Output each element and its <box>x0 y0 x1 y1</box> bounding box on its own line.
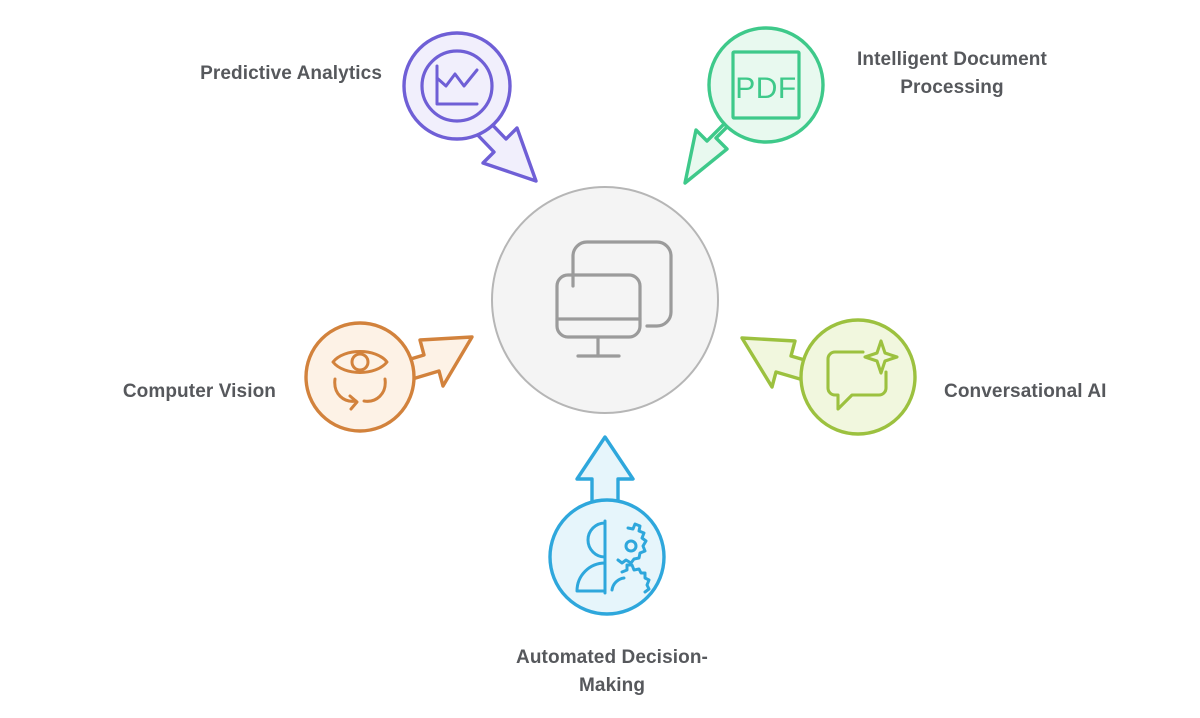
label-conversational-ai: Conversational AI <box>944 381 1107 402</box>
center-circle <box>491 186 719 414</box>
node-intelligent-document-processing[interactable]: PDF <box>683 26 825 185</box>
computer-vision-circle <box>304 321 416 433</box>
pdf-document-icon <box>731 50 801 120</box>
eye-refresh-icon <box>331 350 389 411</box>
node-computer-vision[interactable] <box>304 321 474 433</box>
node-conversational-ai[interactable] <box>740 318 917 436</box>
magnifier-line-chart-icon <box>435 64 479 106</box>
label-computer-vision: Computer Vision <box>122 381 276 402</box>
document-processing-circle <box>707 26 825 144</box>
decision-making-circle <box>548 498 666 616</box>
monitor-screenshare-icon <box>555 240 673 358</box>
predictive-analytics-inner-circle <box>420 49 494 123</box>
node-predictive-analytics[interactable] <box>402 31 538 183</box>
label-automated-decision-making: Automated Decision- Making <box>516 647 708 696</box>
center-node[interactable] <box>491 186 719 414</box>
node-automated-decision-making[interactable] <box>548 435 666 616</box>
predictive-analytics-circle <box>402 31 512 141</box>
chat-bubble-sparkle-icon <box>826 339 899 411</box>
pdf-label: PDF <box>735 72 797 105</box>
conversational-ai-circle <box>799 318 917 436</box>
label-intelligent-document-processing: Intelligent Document Processing <box>857 49 1047 98</box>
head-gear-icon <box>575 519 651 595</box>
label-predictive-analytics: Predictive Analytics <box>200 63 382 84</box>
